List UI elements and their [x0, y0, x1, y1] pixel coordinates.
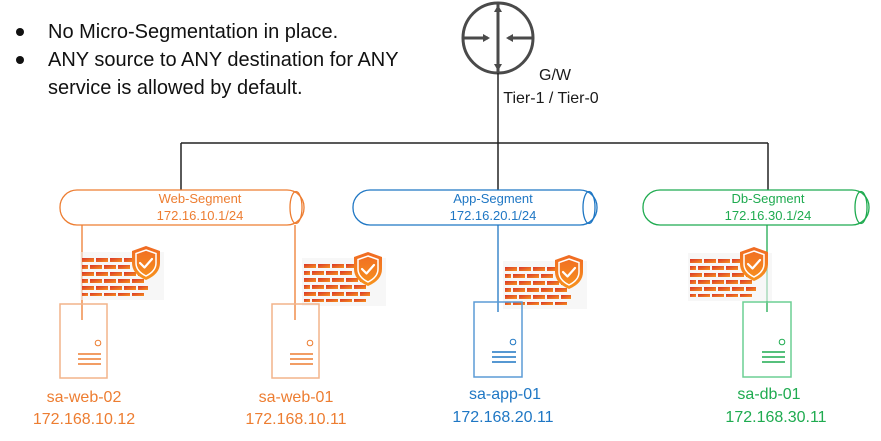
segment-cidr: 172.16.30.1/24 [725, 208, 812, 223]
segment-cidr: 172.16.20.1/24 [450, 208, 537, 223]
note-item: No Micro-Segmentation in place. [12, 18, 448, 46]
server-icon [271, 303, 320, 379]
segment-cidr: 172.16.10.1/24 [157, 208, 244, 223]
segment-name: Web-Segment [159, 191, 242, 206]
gateway-links [180, 73, 769, 190]
vm-sa-web-01[interactable]: sa-web-01 172.168.10.11 [245, 303, 347, 428]
note-item: ANY source to ANY destination for ANY se… [12, 46, 448, 102]
vm-name: sa-db-01 [737, 386, 800, 403]
vm-sa-web-02[interactable]: sa-web-02 172.168.10.12 [33, 303, 135, 428]
segment-app[interactable]: App-Segment 172.16.20.1/24 [352, 189, 598, 226]
router-icon [461, 1, 535, 75]
firewall-shield-icon [302, 250, 386, 306]
vm-name: sa-web-01 [259, 389, 334, 406]
firewall-shield-icon [503, 253, 587, 309]
notes-list: No Micro-Segmentation in place. ANY sour… [12, 18, 448, 102]
gateway-name: G/W [539, 67, 572, 84]
firewall-shield-icon [80, 244, 164, 300]
vm-ip: 172.168.10.12 [33, 411, 135, 428]
server-icon [742, 301, 792, 378]
vm-name: sa-app-01 [469, 386, 541, 403]
server-icon [59, 303, 108, 379]
vm-sa-db-01[interactable]: sa-db-01 172.168.30.11 [725, 301, 827, 426]
vm-ip: 172.168.20.11 [452, 409, 553, 426]
server-icon [473, 301, 523, 378]
gateway-tier: Tier-1 / Tier-0 [503, 90, 599, 107]
vm-ip: 172.168.10.11 [245, 411, 346, 428]
segment-db[interactable]: Db-Segment 172.16.30.1/24 [642, 189, 870, 226]
vm-sa-app-01[interactable]: sa-app-01 172.168.20.11 [452, 301, 554, 426]
vm-ip: 172.168.30.11 [725, 409, 826, 426]
segment-name: Db-Segment [732, 191, 805, 206]
segment-web[interactable]: Web-Segment 172.16.10.1/24 [59, 189, 305, 226]
vm-name: sa-web-02 [47, 389, 122, 406]
segment-name: App-Segment [453, 191, 533, 206]
firewall-shield-icon [688, 245, 772, 301]
